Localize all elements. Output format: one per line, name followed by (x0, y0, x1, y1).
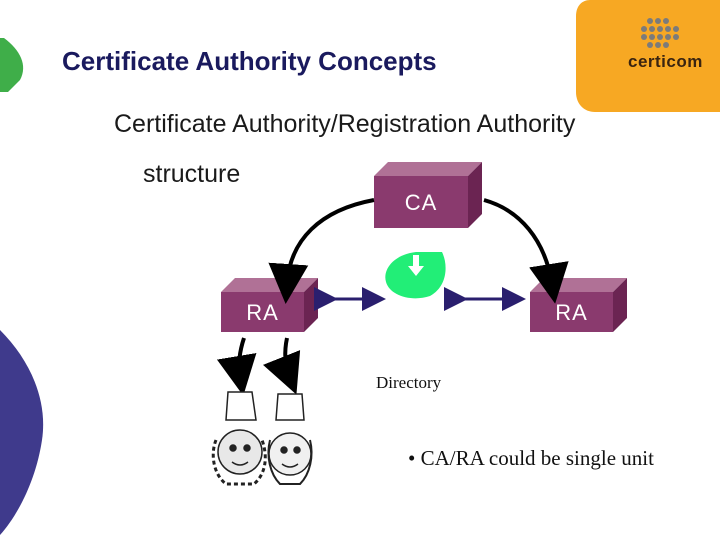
purple-accent-shape (0, 330, 44, 535)
ra-to-user2-arrow (263, 337, 301, 395)
note-text: CA/RA could be single unit (420, 446, 654, 470)
slide-subtitle-line2: structure (143, 160, 241, 188)
ca-to-right-ra-arrow (483, 198, 569, 304)
slide-subtitle-line1: Certificate Authority/Registration Autho… (114, 110, 576, 138)
directory-label: Directory (376, 373, 442, 392)
ca-label: CA (404, 190, 438, 215)
directory-shape (385, 252, 446, 299)
bullet-marker: • (408, 446, 416, 470)
note-bullet-item: • CA/RA could be single unit (408, 446, 654, 471)
ca-to-left-ra-arrow (268, 198, 375, 304)
user-figure-right (267, 393, 313, 485)
certicom-logo-icon (641, 18, 679, 48)
ca-box (374, 162, 482, 228)
ra-to-user1-arrow (216, 337, 257, 396)
logo-background-shape (576, 0, 720, 112)
user-figure-left (211, 391, 267, 486)
ra-right-label: RA (555, 300, 588, 325)
logo-text: certicom (628, 52, 703, 71)
green-accent-shape (0, 38, 24, 92)
ra-left-label: RA (246, 300, 279, 325)
slide-title: Certificate Authority Concepts (62, 46, 437, 76)
